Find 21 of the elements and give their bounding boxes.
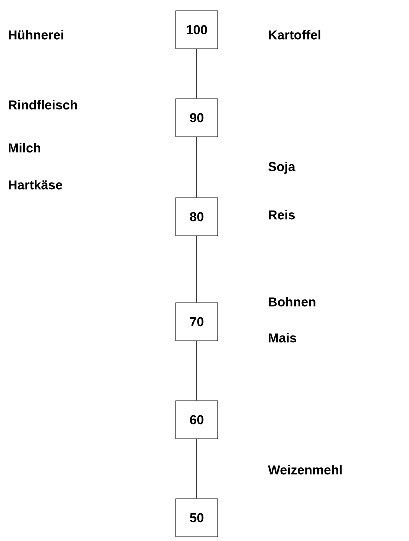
value-box: 80 [176, 198, 218, 236]
food-label: Mais [269, 333, 296, 343]
food-label: Milch [9, 143, 40, 153]
connector-line [196, 136, 198, 198]
connector-line [196, 48, 198, 100]
food-label: Reis [269, 210, 296, 220]
value-box: 50 [176, 498, 218, 538]
food-label: Hartkäse [9, 180, 62, 190]
food-label: Soja [268, 162, 296, 174]
connector-line [196, 340, 198, 402]
food-label: Kartoffel [269, 30, 321, 40]
connector-line [196, 438, 198, 500]
value-box: 60 [176, 400, 218, 440]
food-label: Rindfleisch [9, 100, 78, 110]
food-label: Hühnerei [9, 30, 64, 40]
value-box: 90 [176, 98, 218, 138]
value-box: 70 [176, 302, 218, 342]
value-box: 100 [176, 10, 218, 50]
connector-line [196, 236, 198, 304]
food-label: Weizenmehl [268, 465, 342, 475]
food-label: Bohnen [269, 297, 316, 307]
